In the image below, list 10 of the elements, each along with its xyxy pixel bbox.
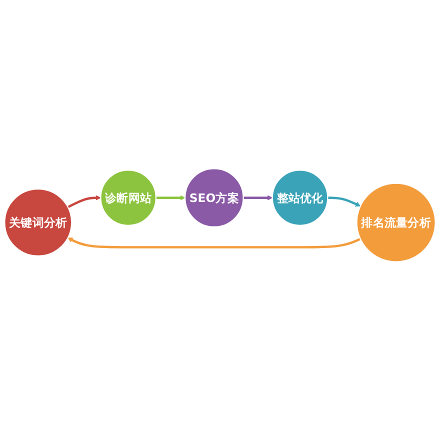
node-circle: 整站优化	[272, 169, 328, 226]
node-circle: 关键词分析	[4, 188, 72, 256]
arrow	[243, 194, 273, 200]
node-circle: SEO方案	[184, 168, 244, 228]
arrow	[156, 194, 186, 200]
arrow	[328, 196, 361, 206]
node-circle: 排名流量分析	[356, 182, 436, 262]
arrow	[68, 237, 361, 248]
node-circle: 诊断网站	[100, 169, 157, 226]
arrow	[67, 194, 101, 208]
